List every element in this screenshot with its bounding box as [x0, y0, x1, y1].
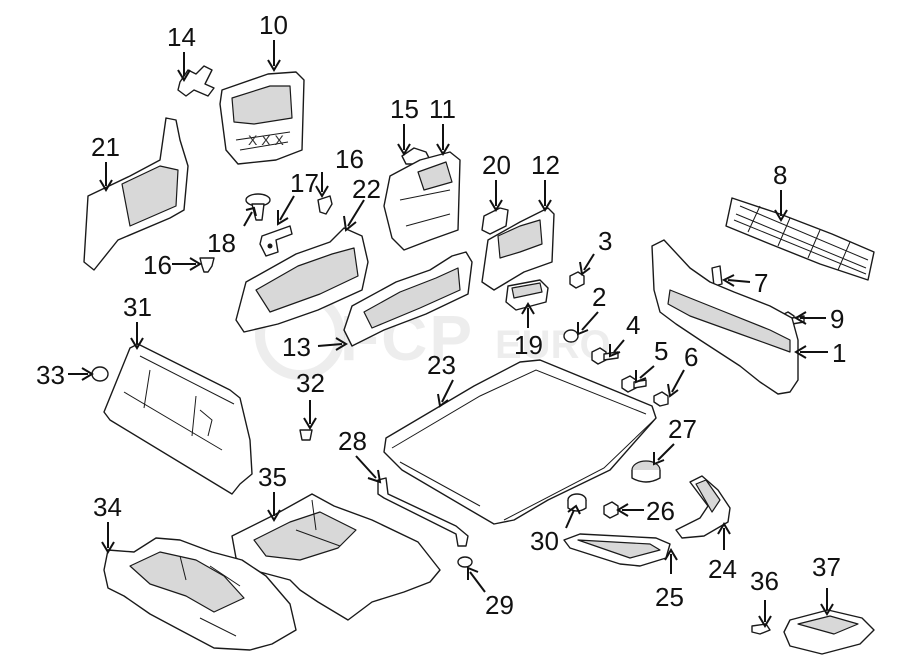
callout-3: 3: [598, 226, 612, 256]
callout-30: 30: [530, 526, 559, 556]
part-6-screw: [653, 391, 669, 407]
callout-8: 8: [773, 160, 787, 190]
part-8-cargo-net: [725, 197, 875, 281]
callout-7: 7: [754, 268, 768, 298]
callout-23: 23: [427, 350, 456, 380]
part-37-pad: [783, 609, 875, 655]
part-25-scuff-plate: [563, 533, 671, 567]
part-11-side-panel: [383, 151, 461, 251]
part-7-label: [711, 265, 723, 287]
part-34-front-carpet: [103, 537, 297, 651]
callout-14: 14: [167, 22, 196, 52]
callout-19: 19: [514, 330, 543, 360]
part-4-bolt: [591, 347, 619, 365]
callout-10: 10: [259, 10, 288, 40]
callout-12: 12: [531, 150, 560, 180]
callout-26: 26: [646, 496, 675, 526]
callout-6: 6: [684, 342, 698, 372]
part-33-retainer: [91, 366, 109, 382]
part-12-side-trim: [481, 207, 555, 291]
callout-17: 17: [290, 168, 319, 198]
part-3-nut: [569, 271, 585, 289]
callout-18: 18: [207, 228, 236, 258]
callout-13: 13: [282, 332, 311, 362]
part-22-side-trim: [235, 227, 369, 333]
part-16-clip-b: [199, 257, 215, 273]
part-17-bracket: [259, 225, 293, 257]
part-23-floor-cover: [383, 359, 657, 525]
callout-11: 11: [429, 94, 456, 124]
callout-37: 37: [812, 552, 841, 582]
callout-15: 15: [390, 94, 419, 124]
callout-33: 33: [36, 360, 65, 390]
callout-4: 4: [626, 310, 640, 340]
callout-9: 9: [830, 304, 844, 334]
callout-16-upper: 16: [335, 144, 364, 174]
callout-2: 2: [592, 282, 606, 312]
part-2-plug: [563, 329, 579, 343]
callout-27: 27: [668, 414, 697, 444]
callout-5: 5: [654, 336, 668, 366]
part-31-seat-back: [103, 343, 253, 495]
callout-1: 1: [832, 338, 846, 368]
callout-29: 29: [485, 590, 514, 620]
callout-28: 28: [338, 426, 367, 456]
part-19-bin: [505, 279, 549, 311]
callout-22: 22: [352, 174, 381, 204]
part-35-rear-carpet: [231, 493, 441, 621]
part-24-sill-plate: [675, 475, 731, 539]
leader-arrows: [68, 40, 834, 628]
part-1-rear-trim: [651, 239, 799, 395]
callout-21: 21: [91, 132, 120, 162]
part-20-cover: [481, 207, 509, 235]
callout-34: 34: [93, 492, 122, 522]
callout-35: 35: [258, 462, 287, 492]
part-32-clip: [299, 429, 313, 441]
part-10-compartment: X X X: [219, 71, 305, 165]
part-13-side-trim: [343, 251, 473, 347]
part-29-grommet: [457, 556, 473, 568]
callout-labels: 14 10 21 16 17 18 16 22 15 11 20 12 8 3 …: [36, 10, 846, 620]
part-28-support-rod: [377, 477, 469, 547]
part-21-quarter-trim: [83, 117, 189, 271]
callout-16-lower: 16: [143, 250, 172, 280]
part-36-clip: [751, 623, 771, 635]
part-27-hold-down: [631, 460, 661, 483]
part-26-nut: [603, 501, 619, 519]
callout-31: 31: [123, 292, 152, 322]
svg-text:X X X: X X X: [248, 132, 284, 148]
part-16-clip-a: [317, 195, 333, 215]
callout-32: 32: [296, 368, 325, 398]
callout-36: 36: [750, 566, 779, 596]
callout-24: 24: [708, 554, 737, 584]
callout-25: 25: [655, 582, 684, 612]
callout-20: 20: [482, 150, 511, 180]
